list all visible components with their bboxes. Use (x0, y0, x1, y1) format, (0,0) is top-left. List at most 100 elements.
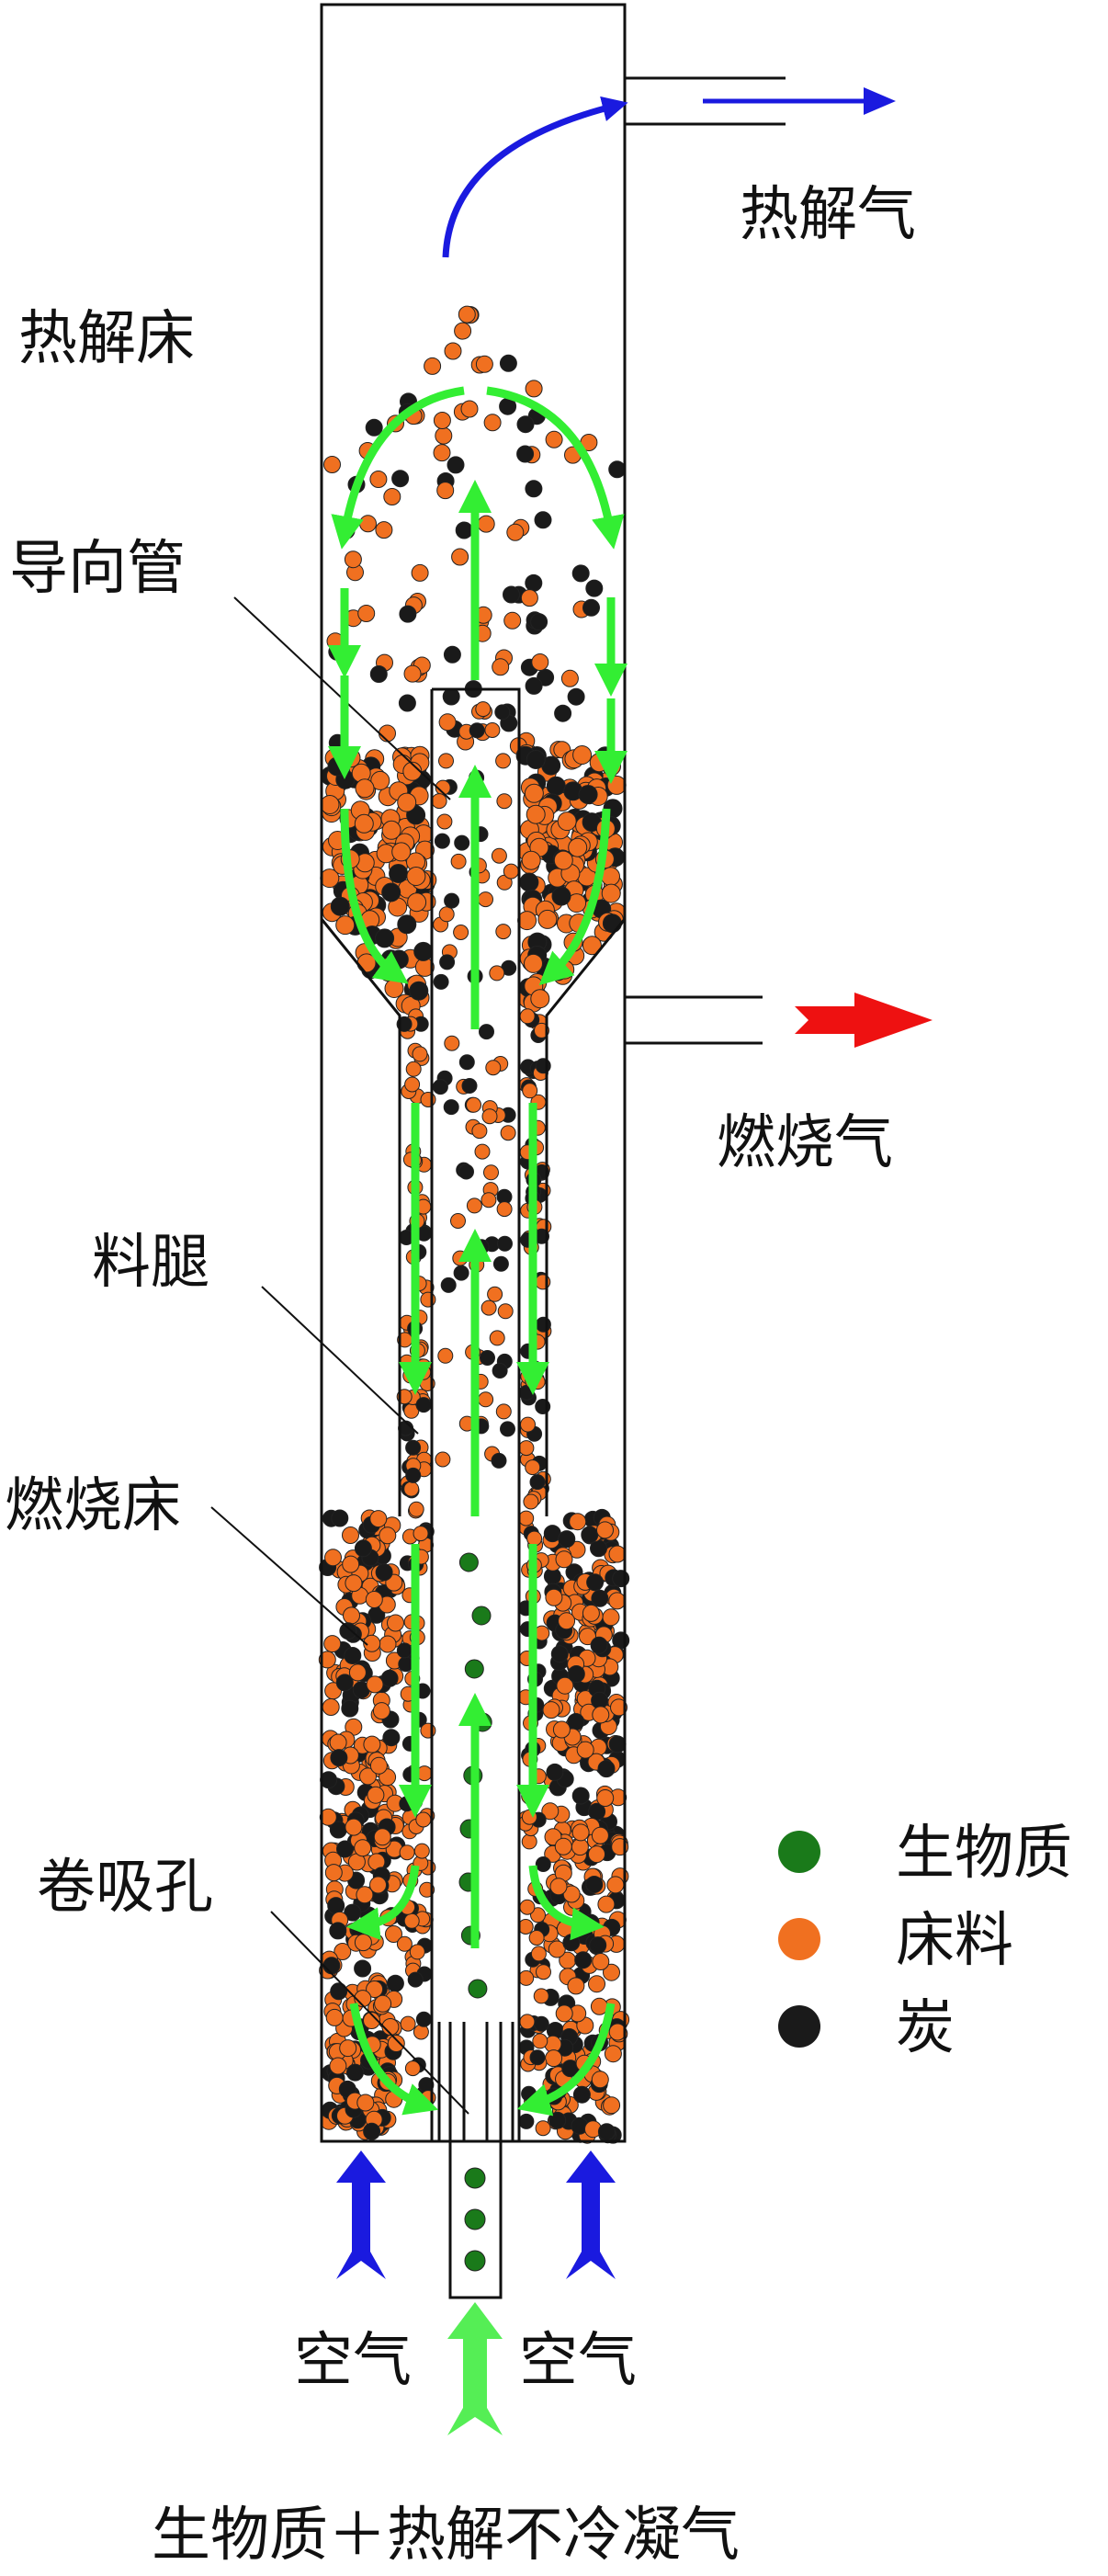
particle (387, 2035, 405, 2052)
particle (591, 1589, 609, 1607)
label-guide-tube: 导向管 (9, 535, 186, 603)
particle (454, 322, 472, 340)
particle-layer (318, 305, 630, 2272)
particle (450, 1213, 466, 1229)
particle (433, 444, 451, 462)
particle (339, 2039, 357, 2058)
particle (330, 1749, 348, 1767)
particle (536, 1964, 551, 1980)
particle (519, 2014, 536, 2030)
flow-arrow-bottom-right-hook (528, 1865, 605, 1941)
particle (320, 795, 340, 814)
flow-arrow-top-right-arc (486, 386, 625, 550)
particle (380, 1669, 399, 1687)
particle (492, 1363, 508, 1379)
particle (363, 2012, 380, 2029)
air-arrow-left (336, 2150, 386, 2279)
particle (589, 1936, 607, 1955)
particle (389, 864, 409, 883)
flow-arrow-bottom-right-entrain (516, 2003, 616, 2116)
legend-item-bed-material: 床料 (778, 1907, 1013, 1975)
particle (464, 2250, 486, 2272)
pyrolysis-gas-curve-arrow (442, 96, 628, 258)
combustion-gas-outlet-pipe (625, 995, 763, 1045)
particle (415, 2011, 432, 2027)
particle (458, 1163, 474, 1180)
reactor-outline (320, 3, 786, 2299)
particle (537, 909, 558, 929)
particle (492, 1255, 509, 1272)
particle (453, 925, 469, 940)
leader-standpipe (261, 1286, 419, 1435)
particle (497, 1303, 514, 1320)
particle (545, 1588, 563, 1606)
particle (585, 1876, 604, 1893)
particle (407, 1971, 424, 1988)
particle (379, 724, 396, 743)
particle (554, 1837, 572, 1855)
particle (363, 1735, 381, 1753)
particle (324, 1864, 343, 1882)
particle (389, 949, 409, 970)
particle (503, 585, 520, 604)
particle (592, 1706, 610, 1724)
particle (603, 1963, 620, 1981)
particle (325, 2008, 344, 2026)
particle (471, 1123, 488, 1140)
particle (546, 776, 566, 796)
particle (369, 1510, 388, 1528)
particle (363, 1634, 381, 1652)
particle (483, 1164, 499, 1181)
particle (592, 1953, 610, 1970)
particle (608, 1735, 627, 1753)
particle (525, 573, 543, 592)
particle (452, 1250, 469, 1266)
particle (608, 460, 627, 479)
particle (608, 1592, 627, 1610)
particle (579, 1628, 596, 1646)
particle (374, 1994, 392, 2013)
funnel-left (320, 918, 401, 1516)
particle (535, 1316, 551, 1333)
particle (402, 761, 423, 781)
particle (518, 1510, 535, 1526)
particle (534, 511, 552, 529)
particle (329, 1922, 347, 1940)
feed-arrow (447, 2302, 503, 2435)
particle (523, 1493, 539, 1510)
particle (324, 1549, 342, 1567)
particle (572, 2085, 591, 2104)
particle (433, 412, 451, 429)
particle (487, 1286, 503, 1302)
legend-label-bed-material: 床料 (896, 1907, 1013, 1975)
particle (451, 548, 469, 566)
particle (503, 611, 522, 630)
particle (591, 1826, 609, 1844)
particle (407, 892, 427, 913)
particle (372, 1702, 390, 1720)
particle (519, 872, 539, 892)
flow-arrows (328, 386, 627, 2116)
particle (581, 1526, 599, 1544)
particle (365, 418, 383, 437)
particle (396, 1935, 413, 1952)
particle (342, 1555, 360, 1573)
particle (519, 1008, 536, 1025)
particle (603, 2096, 621, 2115)
particle (447, 456, 465, 474)
air-arrow-right (566, 2150, 616, 2279)
particle (532, 2033, 548, 2049)
particle (491, 847, 507, 864)
particle (466, 1197, 482, 1214)
particle (356, 2094, 375, 2112)
particle (608, 1545, 627, 1563)
particle (533, 2015, 549, 2032)
label-standpipe: 料腿 (92, 1229, 209, 1297)
particle (411, 563, 429, 582)
particle (438, 713, 457, 732)
particle (342, 1526, 359, 1544)
particle (356, 1886, 374, 1904)
particle (529, 2049, 546, 2066)
particle (396, 1642, 413, 1659)
particle (458, 305, 476, 323)
